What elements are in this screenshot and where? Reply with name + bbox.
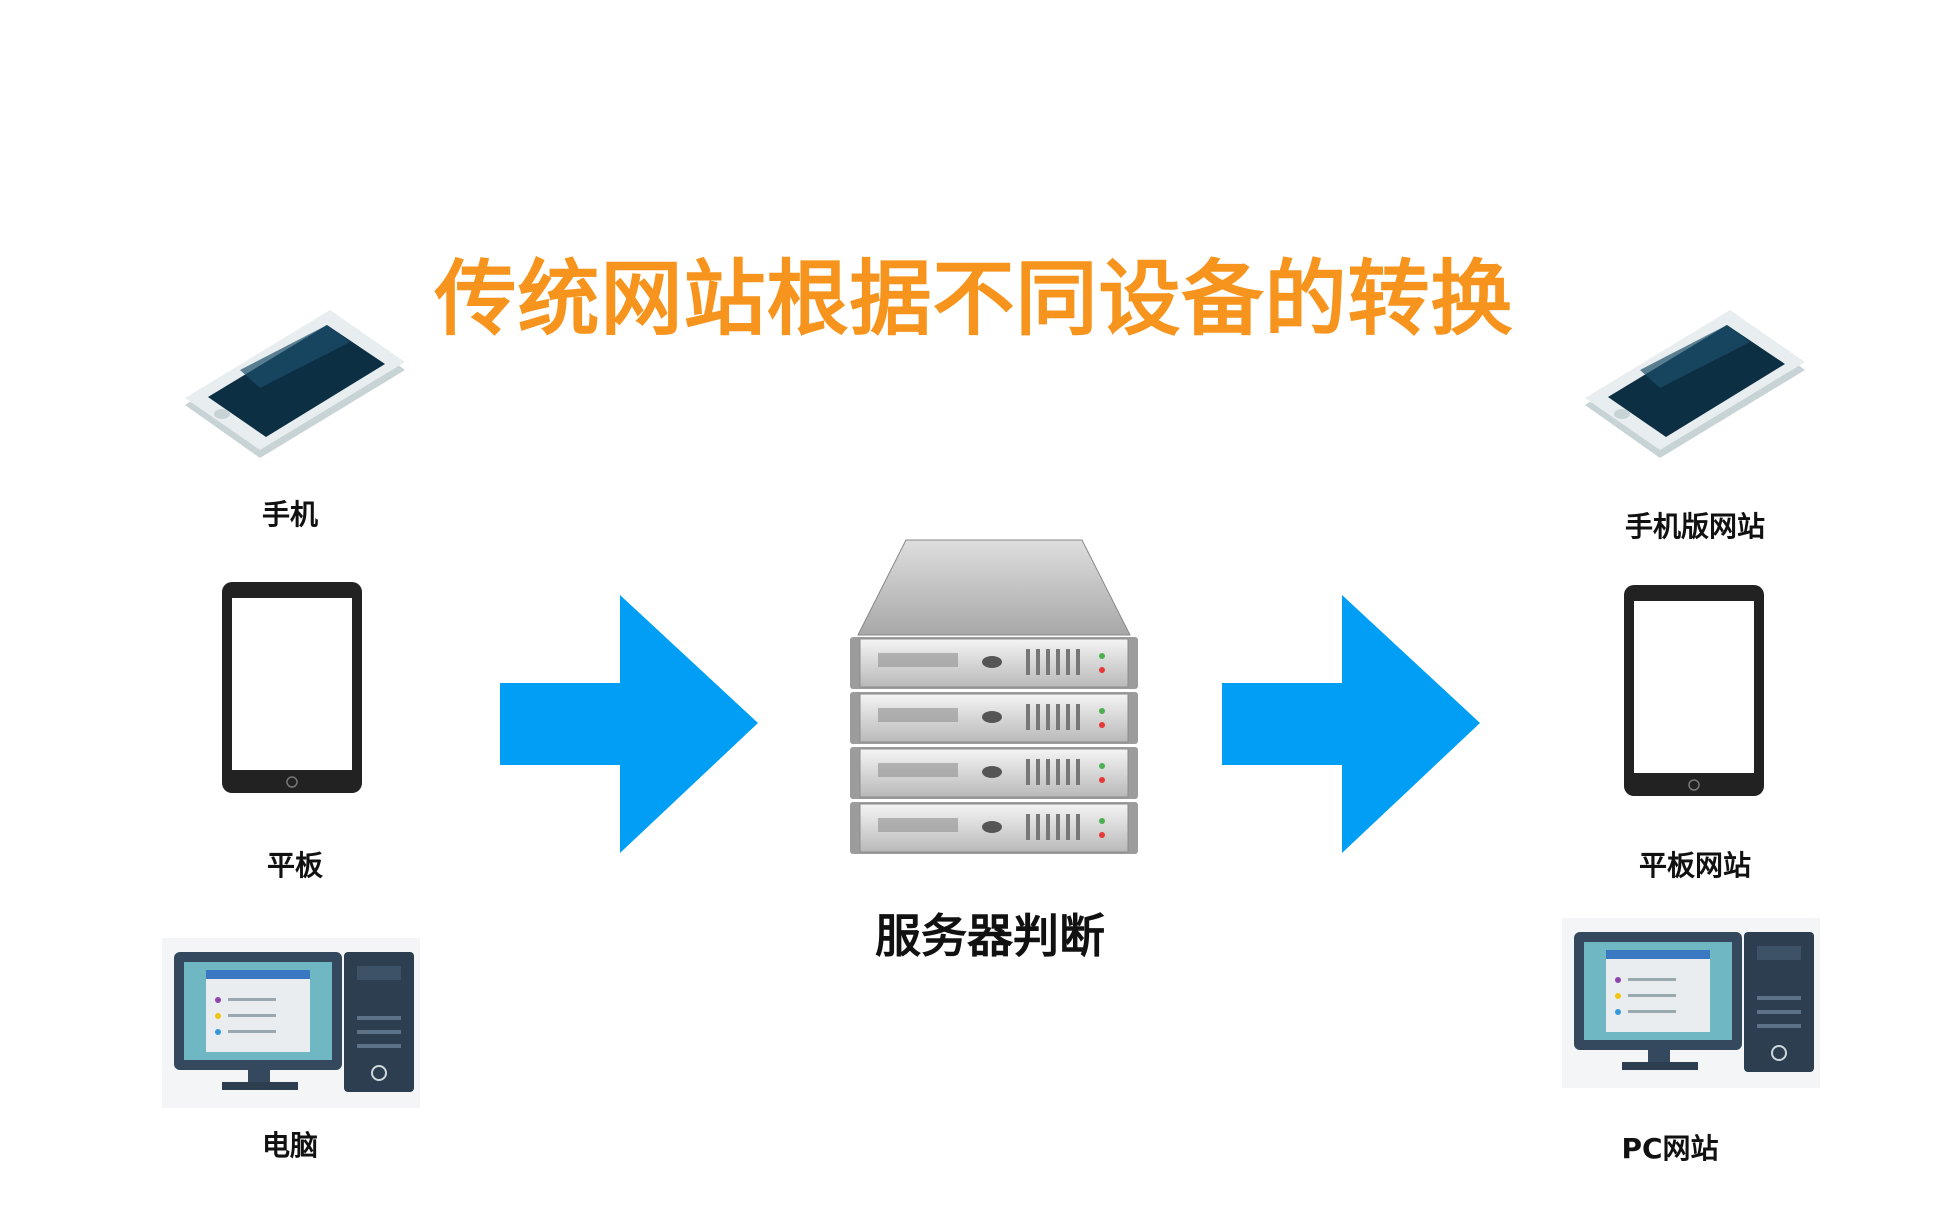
right-tablet-site-label: 平板网站 [1638, 849, 1751, 882]
left-phone-label: 手机 [261, 498, 318, 531]
left-tablet-icon [222, 582, 362, 793]
right-phone-icon [1585, 310, 1805, 458]
left-tablet-label: 平板 [266, 849, 323, 882]
left-pc-label: 电脑 [261, 1129, 318, 1162]
diagram-title: 传统网站根据不同设备的转换 [434, 252, 1514, 347]
left-pc-icon [162, 938, 420, 1108]
right-pc-icon [1562, 918, 1820, 1088]
server-rack-icon [850, 539, 1138, 854]
right-pc-site-label: PC网站 [1621, 1132, 1719, 1165]
arrow-to-server-icon [500, 595, 758, 853]
arrow-to-sites-icon [1222, 595, 1480, 853]
server-label: 服务器判断 [875, 909, 1105, 963]
right-tablet-icon [1624, 585, 1764, 796]
right-phone-site-label: 手机版网站 [1624, 510, 1765, 543]
left-phone-icon [185, 310, 405, 458]
